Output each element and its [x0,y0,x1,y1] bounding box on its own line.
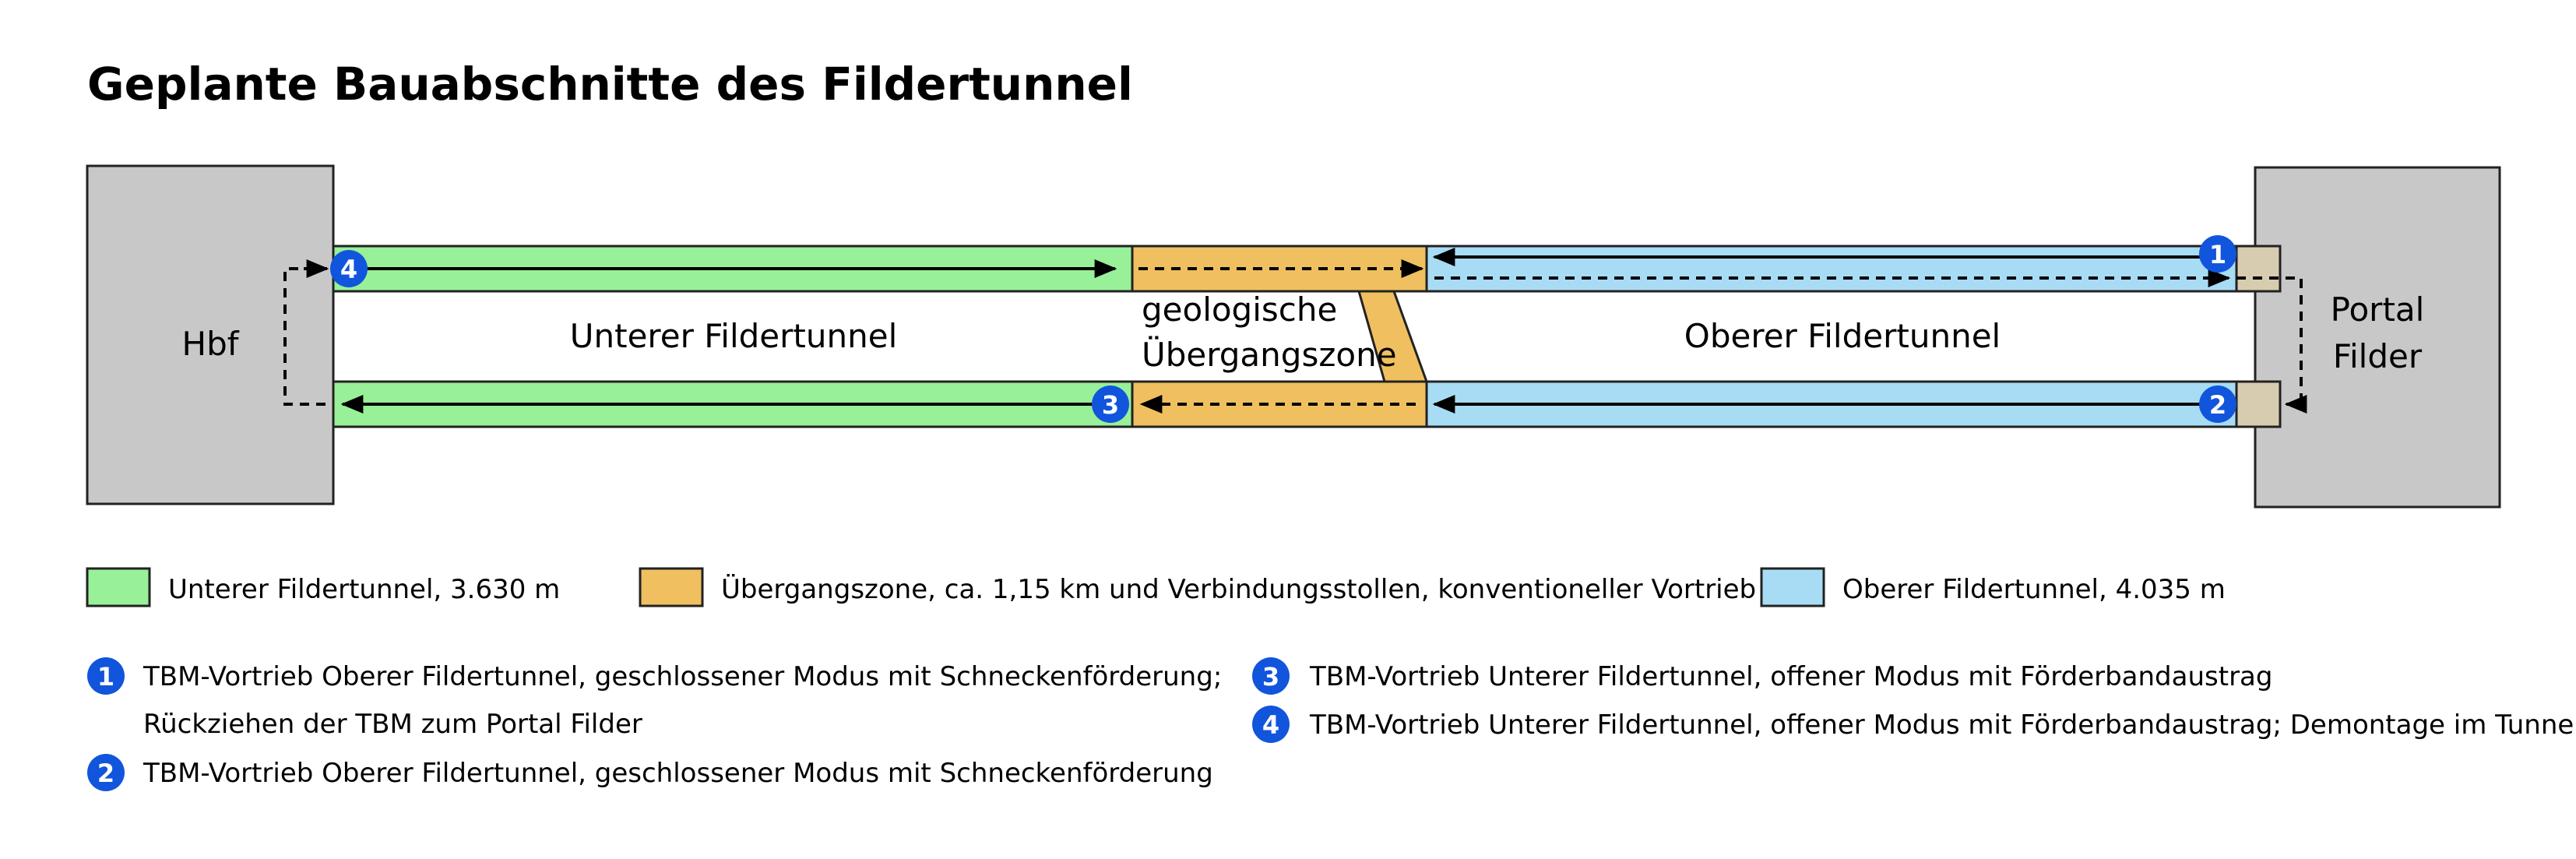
svg-text:1: 1 [2209,240,2226,269]
badge-1-diagram: 1 [2199,235,2236,273]
note-2: 2 TBM-Vortrieb Oberer Fildertunnel, gesc… [87,754,1213,791]
legend-label-upper: Oberer Fildertunnel, 4.035 m [1842,574,2226,605]
svg-text:1: 1 [97,662,114,692]
svg-text:3: 3 [1102,390,1119,420]
section-label-transition-line2: Übergangszone [1142,335,1397,374]
upper-track-upper-section [1425,245,2238,293]
station-hbf-label: Hbf [181,325,239,363]
note-4: 4 TBM-Vortrieb Unterer Fildertunnel, off… [1252,706,2576,743]
legend-label-transition: Übergangszone, ca. 1,15 km und Verbindun… [721,573,1756,605]
svg-text:2: 2 [2209,390,2226,420]
station-hbf-block [86,164,335,505]
legend-swatch-blue [1760,567,1825,607]
connecting-gallery [1357,290,1429,383]
legend: Unterer Fildertunnel, 3.630 m Übergangsz… [86,567,2226,607]
legend-swatch-orange [639,567,704,607]
station-portal-label-line2: Filder [2333,337,2423,375]
station-portal-label-line1: Portal [2331,290,2425,329]
page-title: Geplante Bauabschnitte des Fildertunnel [87,58,1133,111]
svg-text:4: 4 [1262,710,1279,740]
upper-portal-box [2235,245,2282,293]
badge-3-diagram: 3 [1092,385,1129,423]
svg-text:3: 3 [1262,662,1279,692]
note-3-line1: TBM-Vortrieb Unterer Fildertunnel, offen… [1309,661,2272,692]
station-portal-block [2254,166,2501,509]
svg-text:4: 4 [340,255,357,284]
section-label-transition-line1: geologische [1142,290,1337,329]
note-1-line2: Rückziehen der TBM zum Portal Filder [143,709,642,740]
notes: 1 TBM-Vortrieb Oberer Fildertunnel, gesc… [87,657,2576,791]
hbf-connection-dashed [283,267,326,406]
legend-swatch-green [86,567,151,607]
section-label-lower: Unterer Fildertunnel [570,317,898,355]
note-3: 3 TBM-Vortrieb Unterer Fildertunnel, off… [1252,657,2272,695]
lower-portal-box [2235,380,2282,428]
svg-text:2: 2 [97,759,114,788]
note-1-line1: TBM-Vortrieb Oberer Fildertunnel, geschl… [143,661,1222,692]
legend-label-lower: Unterer Fildertunnel, 3.630 m [168,574,560,605]
note-4-line1: TBM-Vortrieb Unterer Fildertunnel, offen… [1309,709,2576,741]
note-2-line1: TBM-Vortrieb Oberer Fildertunnel, geschl… [143,758,1213,789]
section-label-upper: Oberer Fildertunnel [1684,317,2001,355]
badge-4-diagram: 4 [330,250,368,287]
note-1: 1 TBM-Vortrieb Oberer Fildertunnel, gesc… [87,657,1222,740]
badge-2-diagram: 2 [2199,385,2236,423]
